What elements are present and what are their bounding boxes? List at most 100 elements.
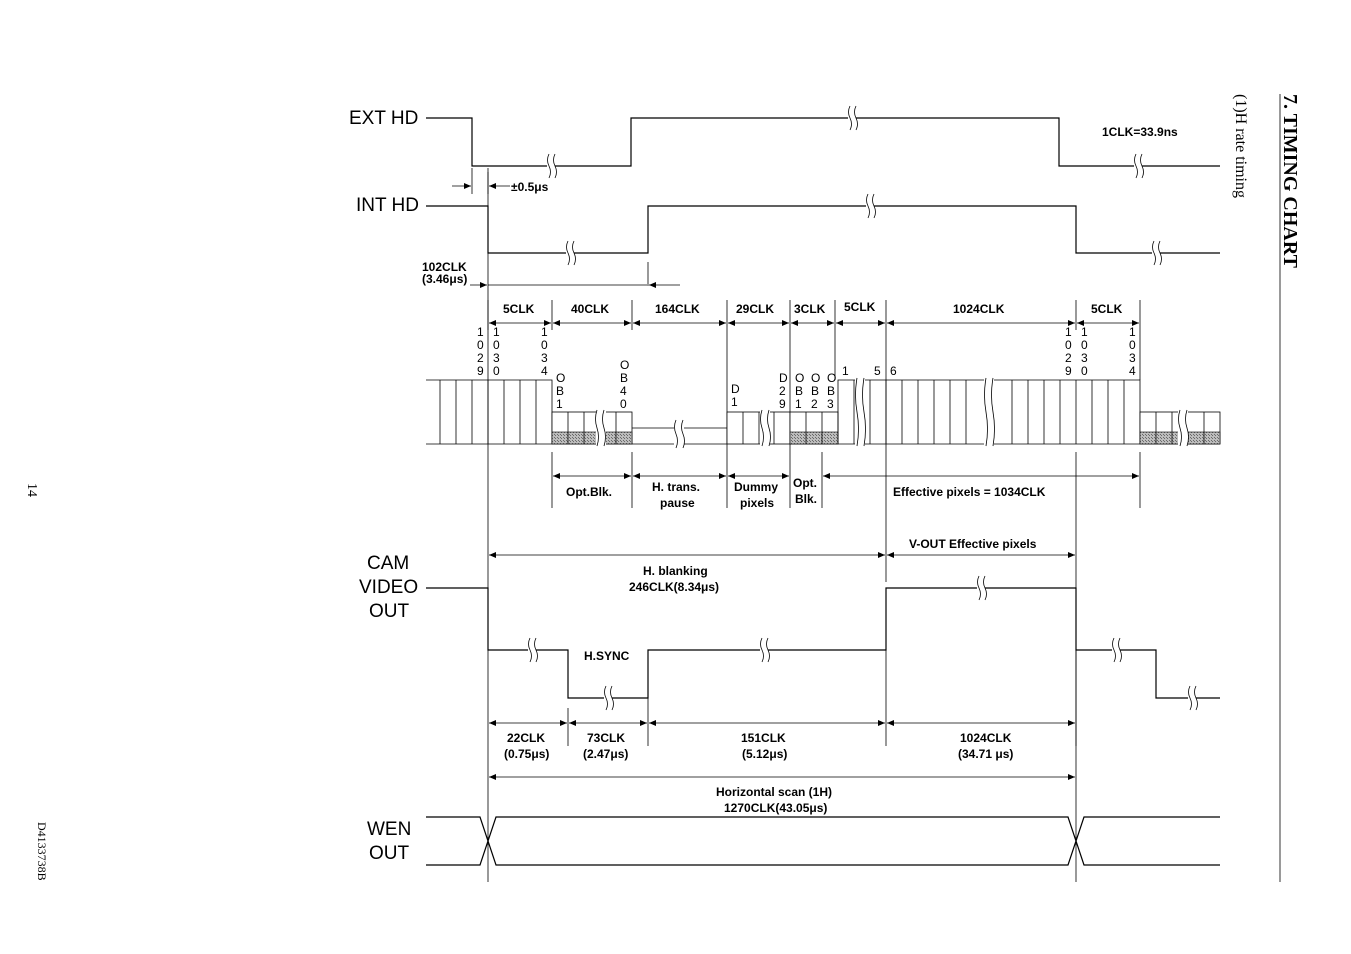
delay-clk-label: 102CLK [422, 260, 467, 274]
svg-text:1: 1 [493, 325, 500, 339]
svg-text:0: 0 [493, 338, 500, 352]
region-label-effective: Effective pixels = 1034CLK [893, 485, 1046, 499]
tolerance-marker [452, 168, 510, 194]
svg-text:2: 2 [779, 384, 786, 398]
svg-text:2: 2 [1065, 351, 1072, 365]
svg-text:B: B [827, 384, 835, 398]
page-number: 14 [24, 483, 39, 497]
segment-label: 3CLK [794, 302, 826, 316]
reference-lines [487, 172, 1141, 882]
timing-73clk: 73CLK [587, 731, 625, 745]
region-label-opt-blk: Opt.Blk. [566, 485, 612, 499]
svg-text:O: O [795, 371, 804, 385]
svg-text:0: 0 [1081, 338, 1088, 352]
svg-text:0: 0 [1081, 364, 1088, 378]
svg-text:6: 6 [890, 364, 897, 378]
svg-text:4: 4 [620, 384, 627, 398]
svg-text:3: 3 [827, 397, 834, 411]
svg-text:O: O [827, 371, 836, 385]
ext-hd-waveform [426, 117, 1220, 167]
break-mark [547, 105, 1144, 179]
break-mark [528, 575, 1198, 711]
svg-text:0: 0 [1129, 338, 1136, 352]
pixel-data-row [426, 377, 1221, 449]
svg-text:0: 0 [620, 397, 627, 411]
svg-text:5: 5 [874, 364, 881, 378]
region-label-opt-blk-2: Opt. [793, 476, 817, 490]
svg-text:1: 1 [541, 325, 548, 339]
subtitle: (1)H rate timing [1232, 94, 1249, 198]
svg-text:B: B [556, 384, 564, 398]
segment-label: 40CLK [571, 302, 609, 316]
svg-text:D: D [779, 371, 788, 385]
timing-73clk-us: (2.47μs) [583, 747, 628, 761]
svg-text:B: B [795, 384, 803, 398]
clk-period-note: 1CLK=33.9ns [1102, 125, 1178, 139]
region-label-dummy: Dummy [734, 480, 778, 494]
region-label-opt-blk-2: Blk. [795, 492, 817, 506]
svg-text:1: 1 [556, 397, 563, 411]
cam-video-out-waveform [426, 587, 1220, 699]
svg-text:O: O [811, 371, 820, 385]
svg-text:1: 1 [1129, 325, 1136, 339]
svg-text:1: 1 [477, 325, 484, 339]
segment-label: 164CLK [655, 302, 700, 316]
vout-effective-label: V-OUT Effective pixels [909, 537, 1037, 551]
svg-text:1: 1 [1065, 325, 1072, 339]
signal-label-wen-out: OUT [369, 843, 410, 864]
region-label-h-trans: H. trans. [652, 480, 700, 494]
svg-text:3: 3 [1081, 351, 1088, 365]
svg-text:3: 3 [1129, 351, 1136, 365]
svg-text:1: 1 [1081, 325, 1088, 339]
segment-label: 5CLK [844, 300, 876, 314]
svg-text:1: 1 [731, 395, 738, 409]
svg-text:2: 2 [811, 397, 818, 411]
delay-us-label: (3.46μs) [422, 272, 467, 286]
timing-1024clk-us: (34.71 μs) [958, 747, 1013, 761]
timing-22clk-us: (0.75μs) [504, 747, 549, 761]
svg-text:1: 1 [795, 397, 802, 411]
h-scan-label: 1270CLK(43.05μs) [724, 801, 827, 815]
signal-label-cam-video-out: VIDEO [359, 577, 418, 598]
wen-out-waveform [426, 816, 1220, 866]
svg-text:B: B [620, 371, 628, 385]
signal-label-cam-video-out: OUT [369, 601, 410, 622]
svg-text:9: 9 [1065, 364, 1072, 378]
region-label-h-trans: pause [660, 496, 695, 510]
svg-text:0: 0 [1065, 338, 1072, 352]
int-hd-waveform [426, 205, 1220, 254]
svg-text:1: 1 [842, 364, 849, 378]
svg-text:0: 0 [493, 364, 500, 378]
svg-text:O: O [556, 371, 565, 385]
timing-22clk: 22CLK [507, 731, 545, 745]
h-sync-label: H.SYNC [584, 649, 630, 663]
signal-label-cam-video-out: CAM [367, 553, 409, 574]
timing-151clk-us: (5.12μs) [742, 747, 787, 761]
svg-text:3: 3 [541, 351, 548, 365]
signal-label-int-hd: INT HD [356, 195, 419, 216]
segment-label: 1024CLK [953, 302, 1005, 316]
svg-text:9: 9 [477, 364, 484, 378]
segment-label: 5CLK [503, 302, 535, 316]
h-blanking-label: H. blanking [643, 564, 708, 578]
svg-text:B: B [811, 384, 819, 398]
h-scan-label: Horizontal scan (1H) [716, 785, 832, 799]
svg-text:0: 0 [477, 338, 484, 352]
tolerance-label: ±0.5μs [511, 180, 549, 194]
svg-text:9: 9 [779, 397, 786, 411]
signal-label-ext-hd: EXT HD [349, 108, 418, 129]
svg-text:D: D [731, 382, 740, 396]
region-label-dummy: pixels [740, 496, 774, 510]
segment-label: 29CLK [736, 302, 774, 316]
svg-text:0: 0 [541, 338, 548, 352]
svg-text:4: 4 [1129, 364, 1136, 378]
svg-text:3: 3 [493, 351, 500, 365]
h-blanking-label: 246CLK(8.34μs) [629, 580, 719, 594]
svg-text:O: O [620, 358, 629, 372]
break-mark [566, 193, 1162, 266]
segment-label: 5CLK [1091, 302, 1123, 316]
timing-1024clk: 1024CLK [960, 731, 1012, 745]
svg-text:2: 2 [477, 351, 484, 365]
section-title: 7. TIMING CHART [1279, 94, 1301, 269]
